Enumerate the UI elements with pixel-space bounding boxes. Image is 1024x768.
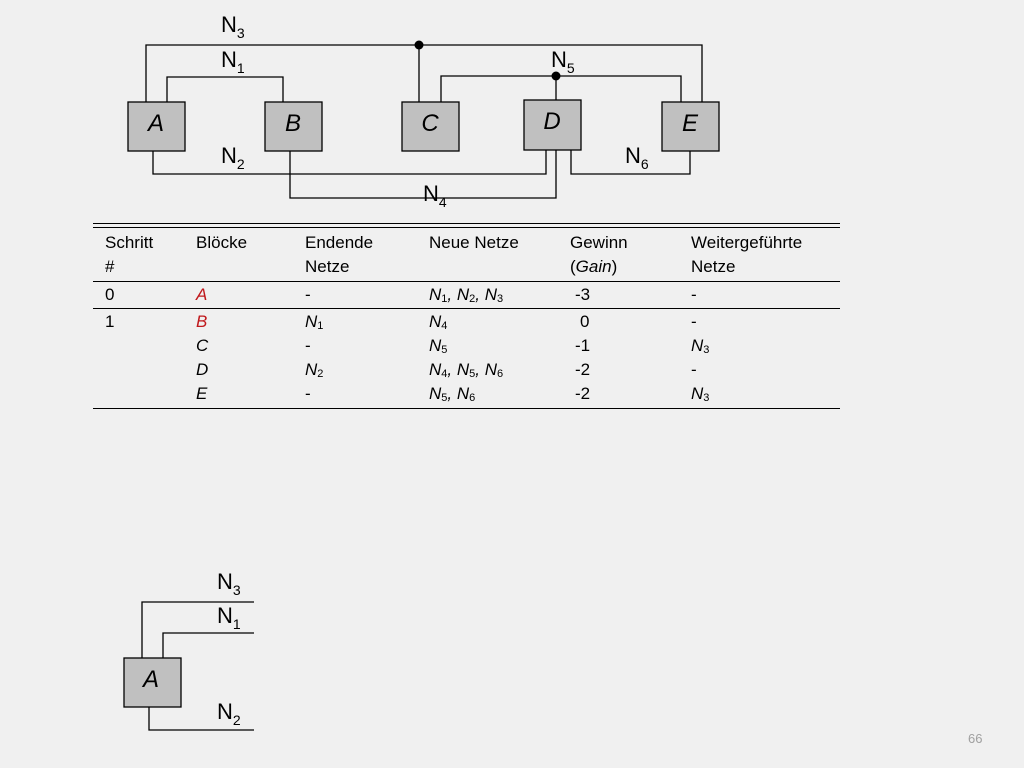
block-c [401, 101, 460, 152]
cell-continued: N3 [691, 384, 710, 404]
net-n2-wire [152, 150, 547, 175]
net-n1-wire [166, 76, 284, 102]
net-label-n1-bottom: N1 [217, 603, 241, 632]
net-n6-wire [570, 150, 691, 175]
block-e-label: E [682, 110, 699, 137]
header-gain: Gewinn(Gain) [570, 233, 628, 276]
cell-new-nets: N4 [429, 312, 448, 332]
page-number: 66 [968, 731, 983, 746]
cell-continued: - [691, 285, 697, 304]
cell-ending: - [305, 336, 311, 355]
net-label-n5: N5 [551, 47, 575, 76]
header-step: Schritt# [105, 233, 154, 276]
net-label-n6: N6 [625, 143, 649, 172]
cell-ending: - [305, 384, 311, 403]
block-b [264, 101, 323, 152]
table-top-rule [93, 223, 840, 228]
table-group-step-1: 1 B N1 N4 0 - C - N5 -1 N3 D N2 N4, N5, … [93, 309, 840, 409]
cell-block: A [196, 285, 208, 304]
table-row: C - N5 -1 N3 [93, 334, 840, 358]
block-a-bottom [123, 657, 182, 708]
table-row: 0 A - N1, N2, N3 -3 - [93, 282, 840, 309]
block-b-label: B [285, 110, 301, 137]
cell-continued: - [691, 312, 697, 331]
cell-gain: -3 [575, 285, 591, 304]
cell-block: C [196, 336, 209, 355]
net-label-n2-bottom: N2 [217, 699, 241, 728]
block-a-bottom-label: A [141, 666, 159, 693]
cell-step [93, 358, 196, 382]
cell-gain: 0 [580, 312, 590, 331]
header-new-nets: Neue Netze [429, 233, 519, 252]
net-n4-wire [289, 150, 557, 199]
net-n3-wire [145, 44, 703, 102]
block-e [661, 101, 720, 152]
cell-gain: -1 [575, 336, 591, 355]
net-label-n1: N1 [221, 47, 245, 76]
cell-continued: - [691, 360, 697, 379]
cell-ending: N2 [305, 360, 324, 380]
cell-block: E [196, 384, 208, 403]
cell-step: 0 [105, 285, 115, 304]
cell-step [93, 382, 196, 406]
cell-ending: - [305, 285, 311, 304]
net-label-n3: N3 [221, 12, 245, 41]
cell-new-nets: N4, N5, N6 [429, 360, 504, 380]
cell-ending: N1 [305, 312, 324, 332]
cell-step: 1 [105, 312, 115, 331]
block-d-label: D [543, 108, 560, 135]
table-row: E - N5, N6 -2 N3 [93, 382, 840, 406]
net-n3-wire-partial [141, 601, 254, 658]
cell-block: B [196, 312, 208, 331]
header-blocks: Blöcke [196, 233, 248, 252]
net-label-n3-bottom: N3 [217, 569, 241, 598]
block-a [127, 101, 186, 152]
net-label-n4: N4 [423, 181, 447, 210]
table-row: D N2 N4, N5, N6 -2 - [93, 358, 840, 382]
block-d [523, 99, 582, 151]
block-a-label: A [146, 110, 164, 137]
cell-block: D [196, 360, 209, 379]
net-n1-wire-partial [162, 632, 254, 658]
cell-gain: -2 [575, 360, 591, 379]
cell-new-nets: N1, N2, N3 [429, 285, 504, 305]
net-n2-wire-partial [148, 707, 254, 731]
net-label-n2: N2 [221, 143, 245, 172]
cell-new-nets: N5, N6 [429, 384, 476, 404]
net-n5-wire [440, 75, 682, 102]
cell-new-nets: N5 [429, 336, 448, 356]
table-row: 1 B N1 N4 0 - [93, 310, 840, 334]
cell-step [93, 334, 196, 358]
cell-continued: N3 [691, 336, 710, 356]
cell-gain: -2 [575, 384, 591, 403]
block-c-label: C [421, 110, 439, 137]
circuit-diagram-top: A B C D E N3 N1 N5 N2 N6 N4 [127, 12, 720, 210]
